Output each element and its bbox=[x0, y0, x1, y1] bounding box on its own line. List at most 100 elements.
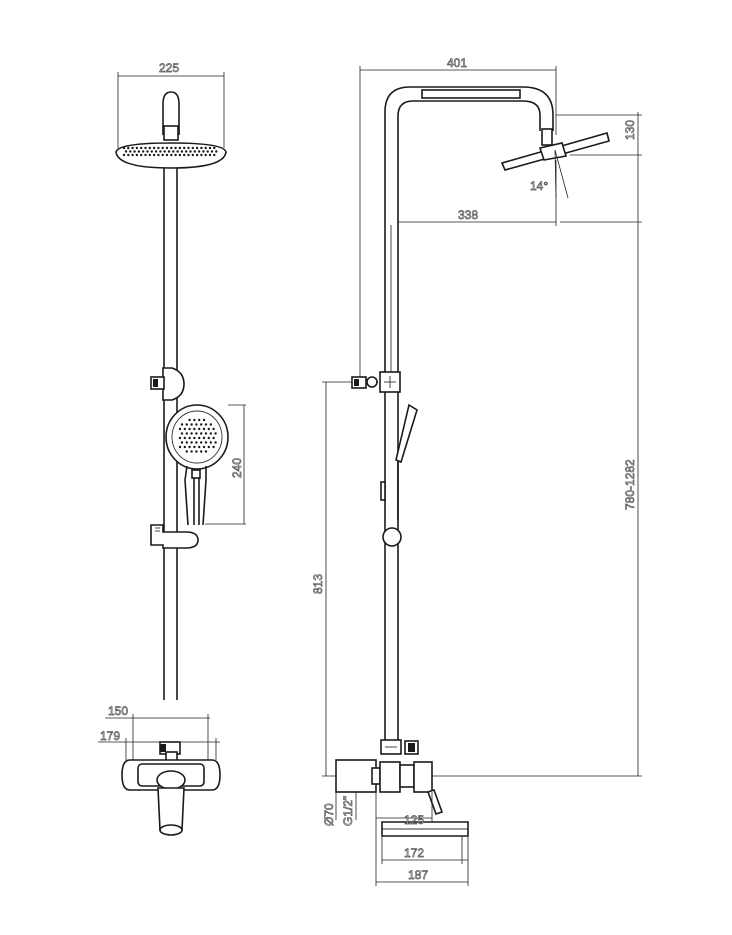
label-total-width: 401 bbox=[447, 56, 467, 70]
label-thread: G1/2" bbox=[341, 796, 355, 826]
nozzle-dot bbox=[165, 153, 169, 157]
hand-nozzle-dot bbox=[178, 427, 182, 431]
label-head-angle: 14° bbox=[530, 179, 548, 193]
nozzle-dot bbox=[124, 150, 128, 153]
nozzle-dot bbox=[213, 153, 216, 157]
hand-nozzle-dot bbox=[188, 427, 191, 431]
hand-nozzle-dot bbox=[188, 436, 191, 440]
hand-nozzle-dot bbox=[180, 423, 184, 426]
dim-overall-depth: 187 bbox=[375, 792, 469, 886]
hand-nozzle-dot bbox=[190, 423, 193, 426]
label-mixer-width: 150 bbox=[108, 704, 128, 718]
hand-nozzle-dot bbox=[190, 441, 193, 444]
hand-nozzle-dot bbox=[207, 427, 210, 431]
nozzle-dot bbox=[159, 150, 162, 153]
side-riser bbox=[384, 225, 399, 740]
nozzle-dot bbox=[140, 153, 143, 157]
hand-nozzle-dot bbox=[202, 418, 206, 422]
hand-nozzle-dot bbox=[178, 436, 182, 440]
front-upper-bracket bbox=[150, 367, 185, 401]
nozzle-dot bbox=[163, 150, 166, 153]
label-head-width: 225 bbox=[159, 61, 179, 75]
hand-nozzle-dot bbox=[202, 436, 206, 440]
hand-nozzle-dot bbox=[195, 450, 198, 453]
hand-nozzle-dot bbox=[214, 441, 217, 444]
nozzle-dot bbox=[187, 153, 190, 157]
nozzle-dot bbox=[176, 150, 179, 153]
nozzle-dot bbox=[204, 153, 207, 157]
hand-nozzle-dot bbox=[178, 445, 182, 449]
dim-hand-shower-height: 240 bbox=[205, 404, 246, 525]
nozzle-dot bbox=[187, 146, 190, 150]
nozzle-dot bbox=[122, 153, 126, 157]
front-hand-shower bbox=[165, 404, 229, 526]
nozzle-dot bbox=[174, 153, 177, 157]
nozzle-dot bbox=[161, 153, 164, 157]
dim-height-range: 780-1282 bbox=[430, 158, 642, 777]
label-hand-shower-height: 240 bbox=[230, 458, 244, 478]
nozzle-dot bbox=[170, 146, 173, 150]
nozzle-dot bbox=[191, 153, 194, 157]
dim-spout-length: 172 bbox=[381, 836, 468, 864]
hand-nozzle-dot bbox=[180, 441, 184, 444]
label-wall-diameter: Ø70 bbox=[322, 803, 336, 826]
hand-nozzle-dot bbox=[188, 418, 191, 422]
hand-nozzle-dot bbox=[214, 432, 217, 435]
front-slide-holder bbox=[150, 524, 199, 549]
nozzle-dot bbox=[167, 150, 171, 153]
side-view: 401 130 14° 338 bbox=[311, 56, 642, 886]
dim-head-angle: 14° bbox=[530, 149, 569, 199]
hand-nozzle-dot bbox=[209, 441, 212, 444]
nozzle-dot bbox=[213, 146, 216, 150]
label-overall-depth: 187 bbox=[408, 868, 428, 882]
hand-nozzle-dot bbox=[193, 436, 196, 440]
label-mixer-depth: 125 bbox=[404, 813, 424, 827]
front-arm bbox=[162, 91, 180, 141]
hand-nozzle-dot bbox=[204, 450, 208, 453]
nozzle-dot bbox=[185, 150, 188, 153]
hand-nozzle-dot bbox=[180, 432, 184, 435]
nozzle-dot bbox=[189, 150, 192, 153]
nozzle-dot bbox=[200, 153, 203, 157]
hand-nozzle-dot bbox=[209, 432, 212, 435]
dim-mixer-width: 150 bbox=[105, 704, 210, 760]
dim-thread: G1/2" bbox=[341, 792, 357, 826]
nozzle-dot bbox=[142, 150, 145, 153]
hand-nozzle-dot bbox=[193, 427, 196, 431]
front-rain-head bbox=[115, 142, 227, 169]
nozzle-dot bbox=[140, 146, 143, 150]
hand-nozzle-dot bbox=[183, 436, 186, 440]
hand-nozzle-dot bbox=[190, 432, 193, 435]
nozzle-dot bbox=[174, 146, 177, 150]
nozzle-dot bbox=[161, 146, 164, 150]
nozzle-dot bbox=[157, 146, 160, 150]
hand-nozzle-dot bbox=[207, 436, 210, 440]
label-outlet-height: 813 bbox=[311, 574, 325, 594]
hand-nozzle-dot bbox=[212, 445, 215, 449]
nozzle-dot bbox=[202, 150, 205, 153]
nozzle-dot bbox=[157, 153, 160, 157]
nozzle-dot bbox=[183, 153, 186, 157]
hand-nozzle-dot bbox=[202, 427, 206, 431]
nozzle-dot bbox=[208, 153, 212, 157]
hand-nozzle-dot bbox=[200, 450, 203, 453]
nozzle-dot bbox=[135, 146, 139, 150]
nozzle-dot bbox=[146, 150, 149, 153]
hand-nozzle-dot bbox=[200, 441, 203, 444]
hand-nozzle-dot bbox=[198, 445, 201, 449]
nozzle-dot bbox=[178, 146, 182, 150]
hand-nozzle-dot bbox=[185, 432, 188, 435]
hand-nozzle-dot bbox=[193, 418, 196, 422]
nozzle-dot bbox=[165, 146, 169, 150]
side-hand-shower bbox=[380, 403, 418, 547]
dim-head-height: 130 bbox=[556, 112, 642, 158]
label-head-height: 130 bbox=[623, 120, 637, 140]
front-mixer: 150 179 bbox=[98, 704, 221, 836]
nozzle-dot bbox=[195, 153, 199, 157]
label-spout-length: 172 bbox=[404, 846, 424, 860]
nozzle-dot bbox=[204, 146, 207, 150]
nozzle-dot bbox=[122, 146, 126, 150]
hand-nozzle-dot bbox=[185, 423, 188, 426]
nozzle-dot bbox=[150, 150, 153, 153]
side-upper-bracket bbox=[351, 371, 401, 393]
